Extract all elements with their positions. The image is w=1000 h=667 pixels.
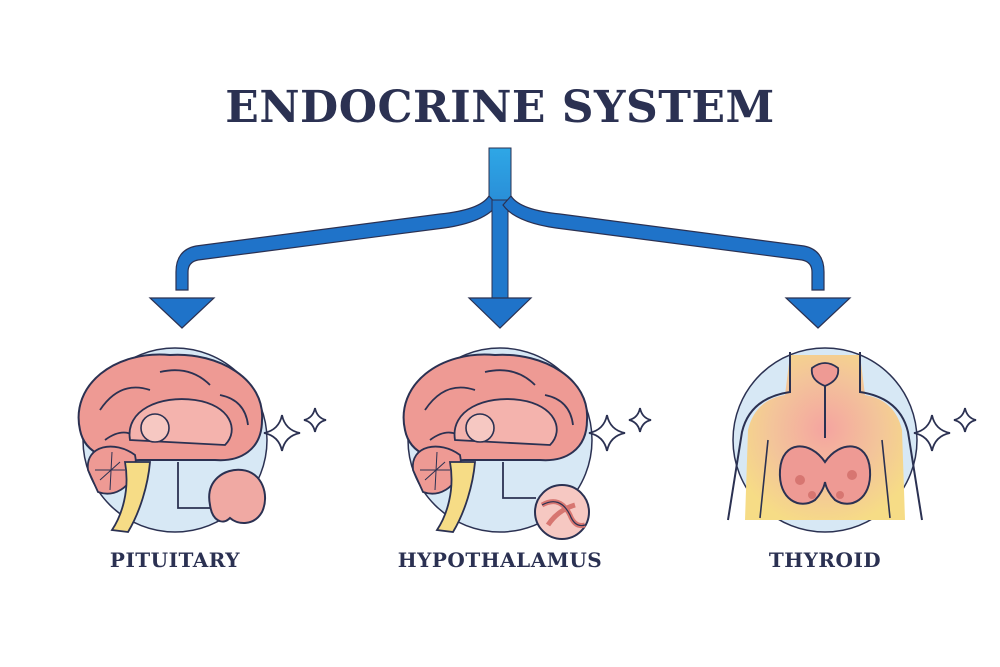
arrow-to-hypothalamus xyxy=(491,199,509,301)
label-hypothalamus: HYPOTHALAMUS xyxy=(397,548,603,572)
thyroid-torso-icon xyxy=(727,347,923,533)
brain-pituitary-icon xyxy=(77,347,268,533)
label-pituitary: PITUITARY xyxy=(109,548,241,572)
arrow-to-pituitary xyxy=(175,195,498,291)
sparkle-icon xyxy=(913,407,977,452)
connector-arrows xyxy=(148,147,852,329)
brain-hypothalamus-icon xyxy=(402,347,593,540)
diagram-title: ENDOCRINE SYSTEM xyxy=(225,82,775,133)
sparkle-icon xyxy=(588,407,652,452)
label-thyroid: THYROID xyxy=(768,548,882,572)
arrow-to-thyroid xyxy=(502,195,825,291)
arrowhead-pituitary xyxy=(148,297,216,329)
arrowhead-hypothalamus xyxy=(467,297,533,329)
arrow-stem xyxy=(488,147,512,201)
arrowhead-thyroid xyxy=(784,297,852,329)
sparkle-icon xyxy=(263,407,327,452)
